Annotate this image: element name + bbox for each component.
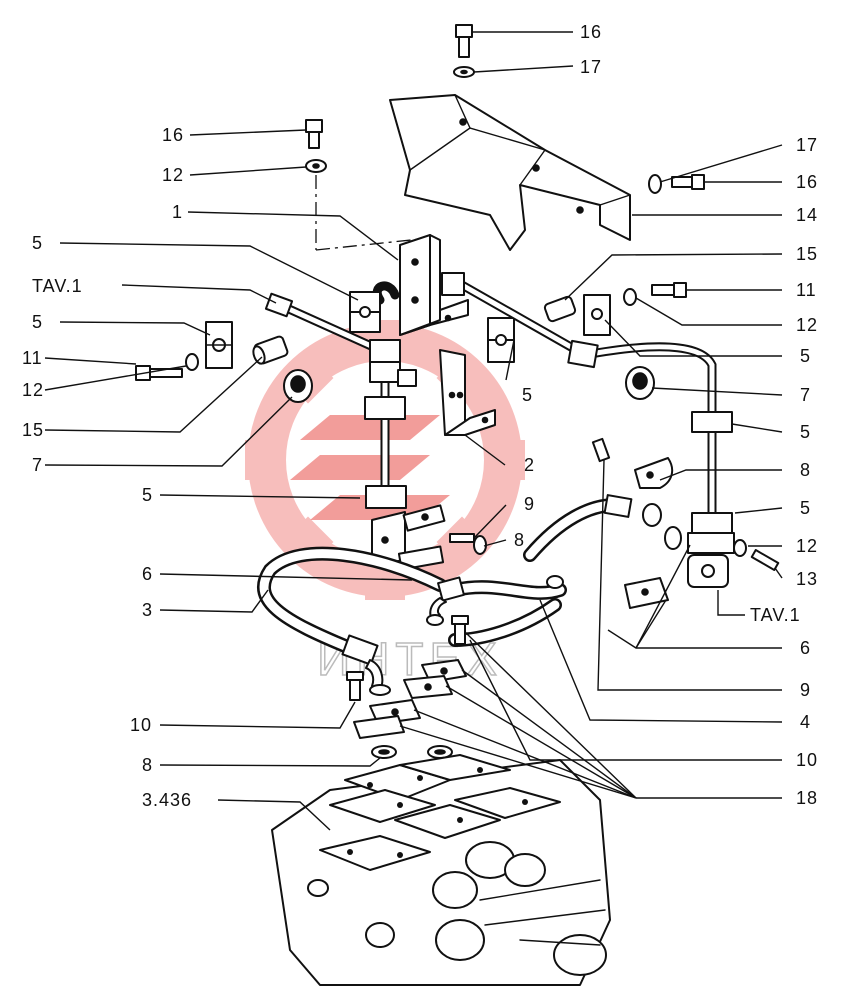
- label-7-right: 7: [800, 385, 811, 405]
- label-12-left: 12: [22, 380, 44, 400]
- plate-18-d: [353, 715, 405, 739]
- label-5-right-b: 5: [800, 422, 811, 442]
- washer-12-right-b: [733, 539, 747, 557]
- pipe-right: [441, 272, 735, 554]
- label-9-right: 9: [800, 680, 811, 700]
- label-8-left: 8: [142, 755, 153, 775]
- label-12-right-a: 12: [796, 315, 818, 335]
- clamp-5-a: [349, 291, 381, 333]
- label-3: 3: [142, 600, 153, 620]
- flange-right: [687, 554, 729, 588]
- bolt-10-center: [451, 615, 469, 645]
- pipe-center: [364, 339, 417, 509]
- washer-17-top: [453, 66, 475, 78]
- label-13: 13: [796, 569, 818, 589]
- label-1: 1: [172, 202, 183, 222]
- washer-8-a: [371, 745, 397, 759]
- label-14: 14: [796, 205, 818, 225]
- label-5-left-b: 5: [32, 312, 43, 332]
- label-5-center: 5: [522, 385, 533, 405]
- hose-10: [523, 494, 662, 562]
- label-9-center: 9: [524, 494, 535, 514]
- label-12-right-b: 12: [796, 536, 818, 556]
- cover-plate: [389, 94, 631, 251]
- leader-lines: [44, 31, 783, 831]
- bolt-13: [750, 549, 780, 571]
- label-7-left: 7: [32, 455, 43, 475]
- label-2: 2: [524, 455, 535, 475]
- oring-8-right: [664, 526, 682, 550]
- label-10-left: 10: [130, 715, 152, 735]
- label-4: 4: [800, 712, 811, 732]
- label-8-center: 8: [514, 530, 525, 550]
- clamp-5-center: [487, 317, 515, 363]
- washer-12-right-a: [623, 288, 637, 306]
- part-labels: 16 17 16 12 1 5 TAV.1 5 11 12 15 7 5 6 3…: [22, 22, 818, 810]
- label-6-left: 6: [142, 564, 153, 584]
- spacer-15-right: [543, 295, 577, 323]
- oring-8-center: [473, 535, 487, 555]
- bolt-11-right: [651, 282, 687, 298]
- label-8-right: 8: [800, 460, 811, 480]
- clamp-8-right: [634, 457, 674, 489]
- bolt-16-top: [455, 24, 473, 58]
- label-16-top: 16: [580, 22, 602, 42]
- washer-17-right: [648, 174, 662, 194]
- label-11-left: 11: [22, 348, 43, 368]
- label-12-left-top: 12: [162, 165, 184, 185]
- label-15-right: 15: [796, 244, 818, 264]
- label-15-left: 15: [22, 420, 44, 440]
- label-3436: 3.436: [142, 790, 192, 810]
- bracket-1: [399, 234, 469, 336]
- label-17-top: 17: [580, 57, 602, 77]
- grommet-7-left: [283, 369, 313, 403]
- label-tav1-right: TAV.1: [750, 605, 801, 625]
- label-5-left-a: 5: [32, 233, 43, 253]
- label-5-mid: 5: [142, 485, 153, 505]
- label-16-left: 16: [162, 125, 184, 145]
- plate-18-b: [403, 675, 453, 699]
- label-11-right: 11: [796, 280, 817, 300]
- label-10-right: 10: [796, 750, 818, 770]
- bolt-9-center: [449, 533, 475, 543]
- grommet-7-right: [625, 366, 655, 400]
- label-5-right-c: 5: [800, 498, 811, 518]
- spacer-15-left: [252, 335, 289, 365]
- bolt-9-right: [591, 437, 611, 463]
- label-17-right: 17: [796, 135, 818, 155]
- control-valve: [271, 754, 611, 986]
- label-6-right: 6: [800, 638, 811, 658]
- label-18: 18: [796, 788, 818, 808]
- washer-12-left: [185, 353, 199, 371]
- label-tav1-left: TAV.1: [32, 276, 83, 296]
- label-5-right-a: 5: [800, 346, 811, 366]
- label-16-right: 16: [796, 172, 818, 192]
- flange-block-center: [371, 504, 446, 571]
- bolt-10-left: [346, 671, 364, 701]
- clamp-6-right: [624, 577, 669, 609]
- washer-12-left-top: [305, 159, 327, 173]
- hose-3: [257, 546, 447, 696]
- clamp-5-b: [205, 321, 233, 369]
- bolt-16-left: [305, 119, 323, 149]
- clamp-5-right-a: [583, 294, 611, 336]
